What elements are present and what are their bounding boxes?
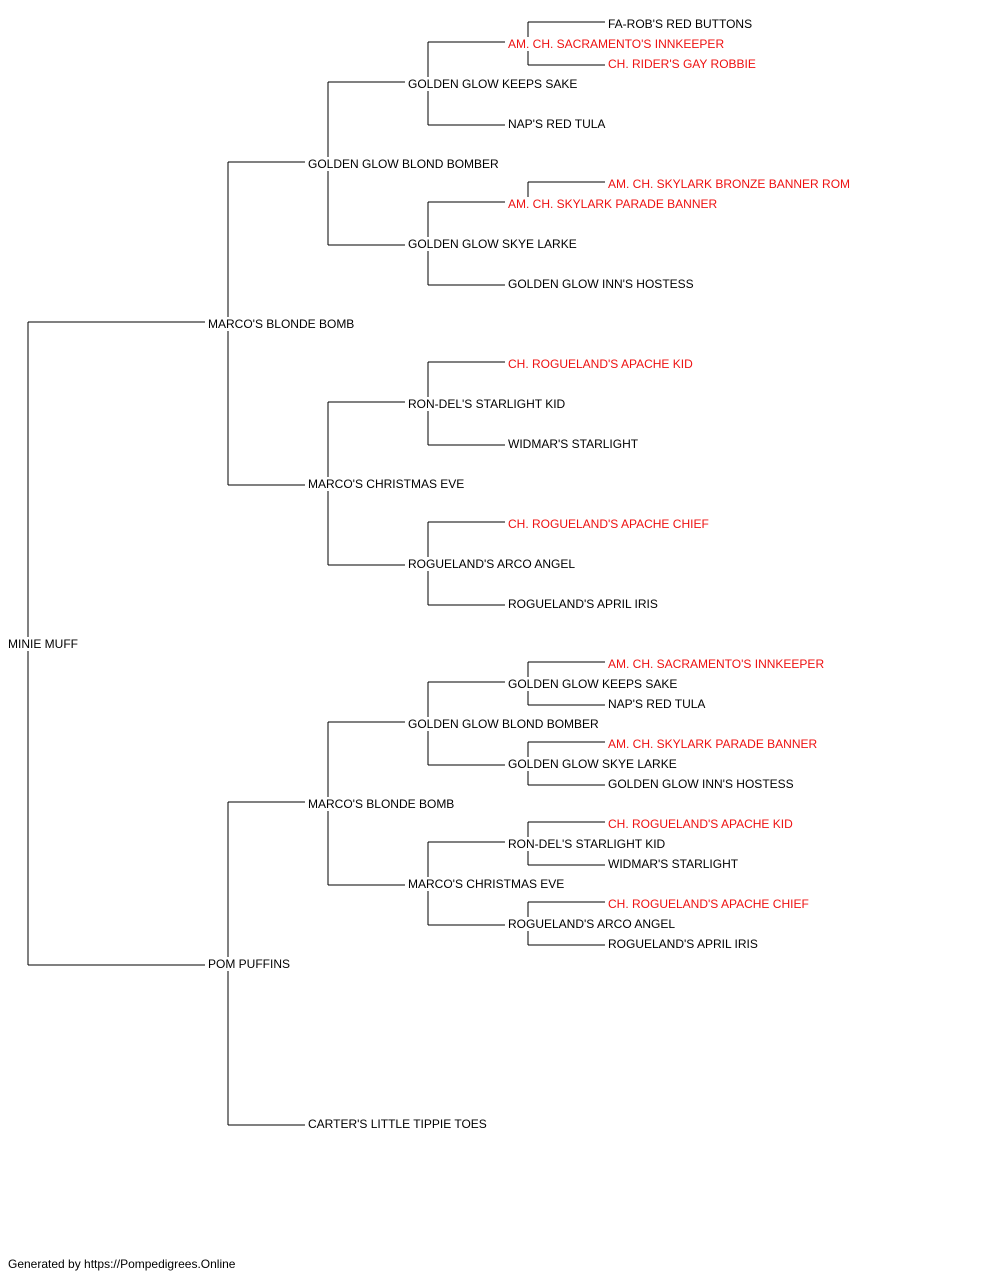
dam-sire-sire-sire-dog-name: GOLDEN GLOW KEEPS SAKE	[507, 677, 679, 691]
dam-5-arco-sire-dog-name: CH. ROGUELAND'S APACHE CHIEF	[607, 897, 810, 911]
dam-5-starlight-dam-dog-name: WIDMAR'S STARLIGHT	[607, 857, 740, 871]
dam-dam-dog-name: CARTER'S LITTLE TIPPIE TOES	[307, 1117, 488, 1131]
sire-5-sire-dog-name: FA-ROB'S RED BUTTONS	[607, 17, 754, 31]
sire-dam-dog-name: MARCO'S CHRISTMAS EVE	[307, 477, 466, 491]
sire-sire-dam-sire-dog-name: AM. CH. SKYLARK PARADE BANNER	[507, 197, 719, 211]
sire-dam-sire-dog-name: RON-DEL'S STARLIGHT KID	[407, 397, 567, 411]
dam-sire-dam-dog-name: MARCO'S CHRISTMAS EVE	[407, 877, 566, 891]
dam-5-keepsake-sire-dog-name: AM. CH. SACRAMENTO'S INNKEEPER	[607, 657, 826, 671]
dam-dog-name: POM PUFFINS	[207, 957, 292, 971]
sire-sire-sire-dam-dog-name: NAP'S RED TULA	[507, 117, 607, 131]
sire-dam-dam-sire-dog-name: CH. ROGUELAND'S APACHE CHIEF	[507, 517, 710, 531]
sire-sire-dam-dam-dog-name: GOLDEN GLOW INN'S HOSTESS	[507, 277, 695, 291]
dam-5-skyelarke-dam-dog-name: GOLDEN GLOW INN'S HOSTESS	[607, 777, 795, 791]
sire-sire-sire-dog-name: GOLDEN GLOW KEEPS SAKE	[407, 77, 579, 91]
dam-5-keepsake-dam-dog-name: NAP'S RED TULA	[607, 697, 707, 711]
sire-dam-sire-dam-dog-name: WIDMAR'S STARLIGHT	[507, 437, 640, 451]
sire-sire-dam-dog-name: GOLDEN GLOW SKYE LARKE	[407, 237, 578, 251]
sire-dam-dam-dam-dog-name: ROGUELAND'S APRIL IRIS	[507, 597, 659, 611]
sire-sire-sire-sire-dog-name: AM. CH. SACRAMENTO'S INNKEEPER	[507, 37, 726, 51]
sire-5-parade-sire-dog-name: AM. CH. SKYLARK BRONZE BANNER ROM	[607, 177, 852, 191]
dam-sire-dam-dam-dog-name: ROGUELAND'S ARCO ANGEL	[507, 917, 677, 931]
subject-dog-name: MINIE MUFF	[7, 637, 79, 651]
dam-sire-sire-dog-name: GOLDEN GLOW BLOND BOMBER	[407, 717, 600, 731]
sire-dam-dam-dog-name: ROGUELAND'S ARCO ANGEL	[407, 557, 577, 571]
dam-sire-dog-name: MARCO'S BLONDE BOMB	[307, 797, 456, 811]
footer-credit: Generated by https://Pompedigrees.Online	[8, 1257, 236, 1271]
dam-5-arco-dam-dog-name: ROGUELAND'S APRIL IRIS	[607, 937, 759, 951]
sire-dam-sire-sire-dog-name: CH. ROGUELAND'S APACHE KID	[507, 357, 694, 371]
sire-5-dam-dog-name: CH. RIDER'S GAY ROBBIE	[607, 57, 757, 71]
dam-sire-sire-dam-dog-name: GOLDEN GLOW SKYE LARKE	[507, 757, 678, 771]
sire-sire-dog-name: GOLDEN GLOW BLOND BOMBER	[307, 157, 500, 171]
sire-dog-name: MARCO'S BLONDE BOMB	[207, 317, 356, 331]
dam-5-starlight-sire-dog-name: CH. ROGUELAND'S APACHE KID	[607, 817, 794, 831]
dam-5-skyelarke-sire-dog-name: AM. CH. SKYLARK PARADE BANNER	[607, 737, 819, 751]
dam-sire-dam-sire-dog-name: RON-DEL'S STARLIGHT KID	[507, 837, 667, 851]
